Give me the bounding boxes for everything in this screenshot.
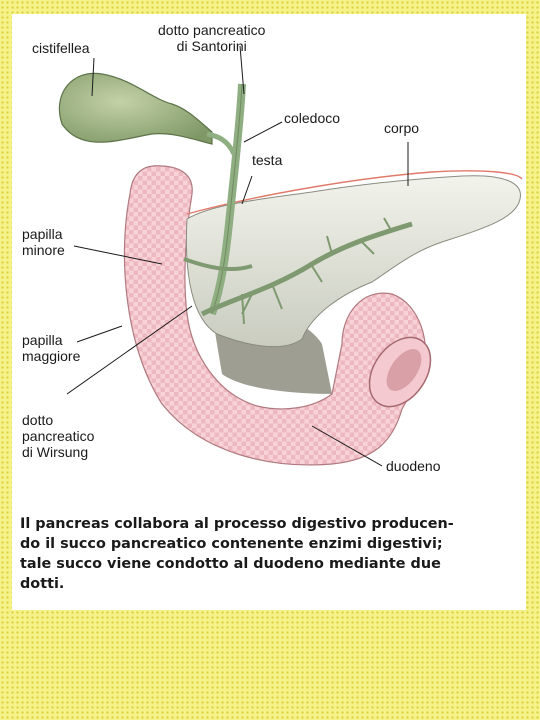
label-duodeno: duodeno <box>386 458 441 474</box>
figure-panel: cistifellea dotto pancreatico di Santori… <box>12 14 526 610</box>
pancreas-shape <box>185 175 521 348</box>
santorini-duct <box>183 257 253 272</box>
label-corpo: corpo <box>384 120 420 136</box>
wirsung-duct <box>200 221 413 317</box>
gallbladder-shape <box>58 72 213 145</box>
label-papilla-maggiore: papilla maggiore <box>22 332 81 364</box>
label-testa: testa <box>252 152 283 168</box>
caption-text: Il pancreas collabora al processo digest… <box>20 516 454 592</box>
label-papilla-minore: papilla minore <box>22 226 65 258</box>
label-cistifellea: cistifellea <box>32 40 90 56</box>
label-dotto-wirsung: dotto pancreatico di Wirsung <box>22 412 95 460</box>
label-dotto-santorini: dotto pancreatico di Santorini <box>158 22 266 54</box>
label-coledoco: coledoco <box>284 110 341 126</box>
pancreas-illustration <box>58 45 523 467</box>
duodenum-shape <box>123 165 426 466</box>
